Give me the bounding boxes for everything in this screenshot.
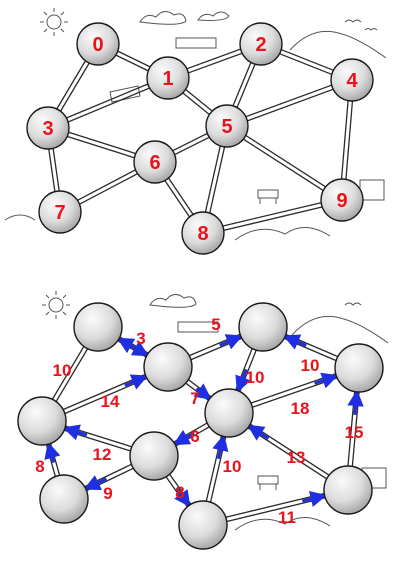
node-group-top: 0 1 2 3 4 5 6 7 8 9 xyxy=(26,22,374,255)
node-label-2: 2 xyxy=(255,34,266,56)
hill-sketch xyxy=(4,214,36,221)
flow-label-0-1: 3 xyxy=(136,329,145,348)
cloud-icon xyxy=(139,11,187,25)
flow-arrow-9-4 xyxy=(347,389,364,415)
node-4 xyxy=(334,343,384,393)
flow-label-5-6: 6 xyxy=(190,427,199,446)
node-8: 8 xyxy=(181,211,225,255)
node-0: 0 xyxy=(76,22,120,66)
flow-arrow-2-5 xyxy=(235,368,251,393)
flow-label-2-5: 10 xyxy=(246,368,265,387)
node-label-5: 5 xyxy=(221,116,232,138)
road-network-top xyxy=(45,41,355,236)
flow-arrow-7-3 xyxy=(44,441,61,463)
node-group-bottom xyxy=(17,302,384,550)
flow-label-7-3: 8 xyxy=(35,457,44,476)
flow-label-6-7: 9 xyxy=(103,484,112,503)
node-7 xyxy=(39,474,89,524)
node-label-8: 8 xyxy=(197,223,208,245)
animal-sketch xyxy=(257,475,279,490)
node-3: 3 xyxy=(26,106,70,150)
flow-label-5-4: 18 xyxy=(291,399,310,418)
node-6 xyxy=(129,431,179,481)
node-1 xyxy=(143,342,193,392)
node-9: 9 xyxy=(320,178,364,222)
bird-icon xyxy=(364,28,378,31)
flow-labels: 10 3 5 10 10 14 7 18 8 12 6 13 15 9 8 10 11 xyxy=(35,315,363,527)
cloud-icon xyxy=(149,294,197,308)
flow-label-6-8: 8 xyxy=(175,483,184,502)
flow-label-9-4: 15 xyxy=(345,423,364,442)
hill-sketch xyxy=(291,315,389,344)
node-2 xyxy=(238,302,288,352)
sketch-scenery-bottom xyxy=(42,291,389,531)
flow-label-1-0: 10 xyxy=(53,361,72,380)
flow-arrow-6-7 xyxy=(83,475,108,490)
road-8-9 xyxy=(202,197,343,236)
animal-sketch xyxy=(257,189,279,204)
flow-label-1-5: 7 xyxy=(190,389,199,408)
flow-label-1-2: 5 xyxy=(211,315,220,334)
road-1-3 xyxy=(46,75,170,131)
hut-sketch xyxy=(359,179,385,201)
node-label-7: 7 xyxy=(54,202,65,224)
flow-label-8-9: 11 xyxy=(278,508,296,527)
flow-label-3-1: 14 xyxy=(101,392,120,411)
node-6: 6 xyxy=(133,140,177,184)
bird-icon xyxy=(344,302,362,306)
node-label-3: 3 xyxy=(42,118,53,140)
node-3 xyxy=(17,396,67,446)
flow-label-9-5: 13 xyxy=(287,448,306,467)
node-5 xyxy=(204,388,254,438)
node-4: 4 xyxy=(330,58,374,102)
flow-arrow-8-5 xyxy=(212,434,229,460)
hill-sketch xyxy=(234,227,331,241)
flow-arrow-3-1 xyxy=(124,374,149,390)
building-sketch xyxy=(175,37,217,49)
node-label-4: 4 xyxy=(346,70,358,92)
hill-sketch xyxy=(234,517,331,531)
flow-arrow-6-3 xyxy=(62,424,88,441)
flow-arrow-4-2 xyxy=(282,334,307,350)
node-label-9: 9 xyxy=(336,190,347,212)
node-9 xyxy=(323,465,373,515)
flow-arrow-9-5 xyxy=(247,424,270,441)
flow-label-4-2: 10 xyxy=(301,356,320,375)
flow-arrow-1-2 xyxy=(219,334,244,350)
building-sketch xyxy=(177,321,219,333)
flow-arrows xyxy=(44,334,364,508)
flow-arrow-8-9 xyxy=(301,490,327,507)
flow-arrow-5-6 xyxy=(172,429,195,446)
sun-icon xyxy=(40,8,68,36)
flow-label-6-3: 12 xyxy=(93,445,112,464)
node-5: 5 xyxy=(205,104,249,148)
node-label-1: 1 xyxy=(162,68,173,90)
road-4-5 xyxy=(226,77,353,129)
flow-arrow-6-8 xyxy=(174,487,191,508)
node-0 xyxy=(73,302,123,352)
flow-arrow-0-1 xyxy=(129,340,150,357)
cloud-icon xyxy=(197,11,230,21)
flow-arrow-1-5 xyxy=(193,383,212,400)
node-2: 2 xyxy=(239,22,283,66)
flow-arrow-5-4 xyxy=(314,372,339,389)
node-label-6: 6 xyxy=(149,152,160,174)
node-7: 7 xyxy=(38,190,82,234)
hill-sketch xyxy=(289,30,387,59)
node-1: 1 xyxy=(146,56,190,100)
node-label-0: 0 xyxy=(92,34,103,56)
road-5-9 xyxy=(225,123,344,203)
flow-label-8-5: 10 xyxy=(223,457,242,476)
sun-icon xyxy=(42,291,70,319)
bird-icon xyxy=(344,19,362,23)
node-8 xyxy=(178,500,228,550)
